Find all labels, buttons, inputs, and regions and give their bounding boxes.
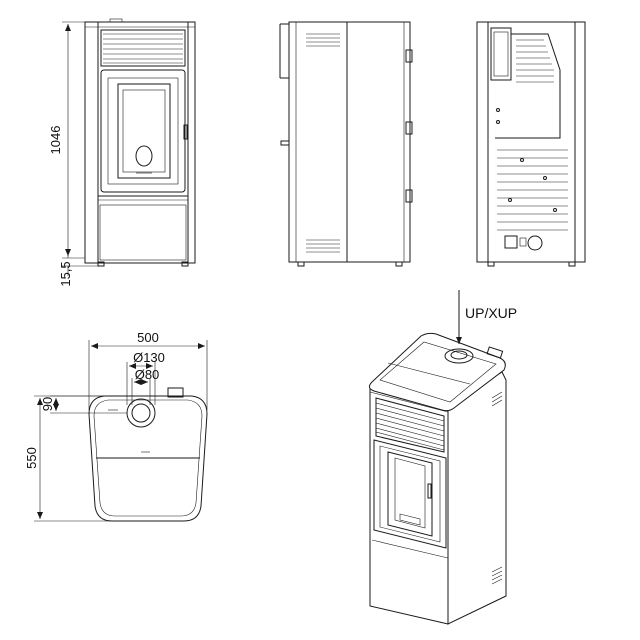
flue-inner-value: Ø80 — [135, 367, 160, 382]
flue-inner-dimension: Ø80 — [131, 367, 160, 405]
side-view — [279, 21, 413, 267]
foot-value: 15,5 — [58, 261, 73, 286]
height-value: 1046 — [48, 126, 63, 155]
height-dimension: 1046 — [48, 21, 85, 259]
front-view — [84, 18, 196, 267]
top-view — [88, 387, 208, 522]
width-value: 500 — [137, 330, 159, 345]
flue-offset-dimension: 90 — [40, 395, 127, 414]
flue-offset-value: 90 — [40, 397, 55, 411]
depth-dimension: 550 — [24, 395, 112, 522]
depth-value: 550 — [24, 447, 39, 469]
perspective-view — [368, 332, 507, 625]
flue-outer-value: Ø130 — [133, 350, 165, 365]
rear-view — [476, 21, 586, 267]
width-dimension: 500 — [88, 330, 208, 410]
callout-label: UP/XUP — [465, 305, 517, 321]
foot-dimension: 15,5 — [58, 250, 98, 287]
flue-outer-dimension: Ø130 — [126, 350, 165, 405]
flue-outlet-callout: UP/XUP — [456, 290, 517, 344]
